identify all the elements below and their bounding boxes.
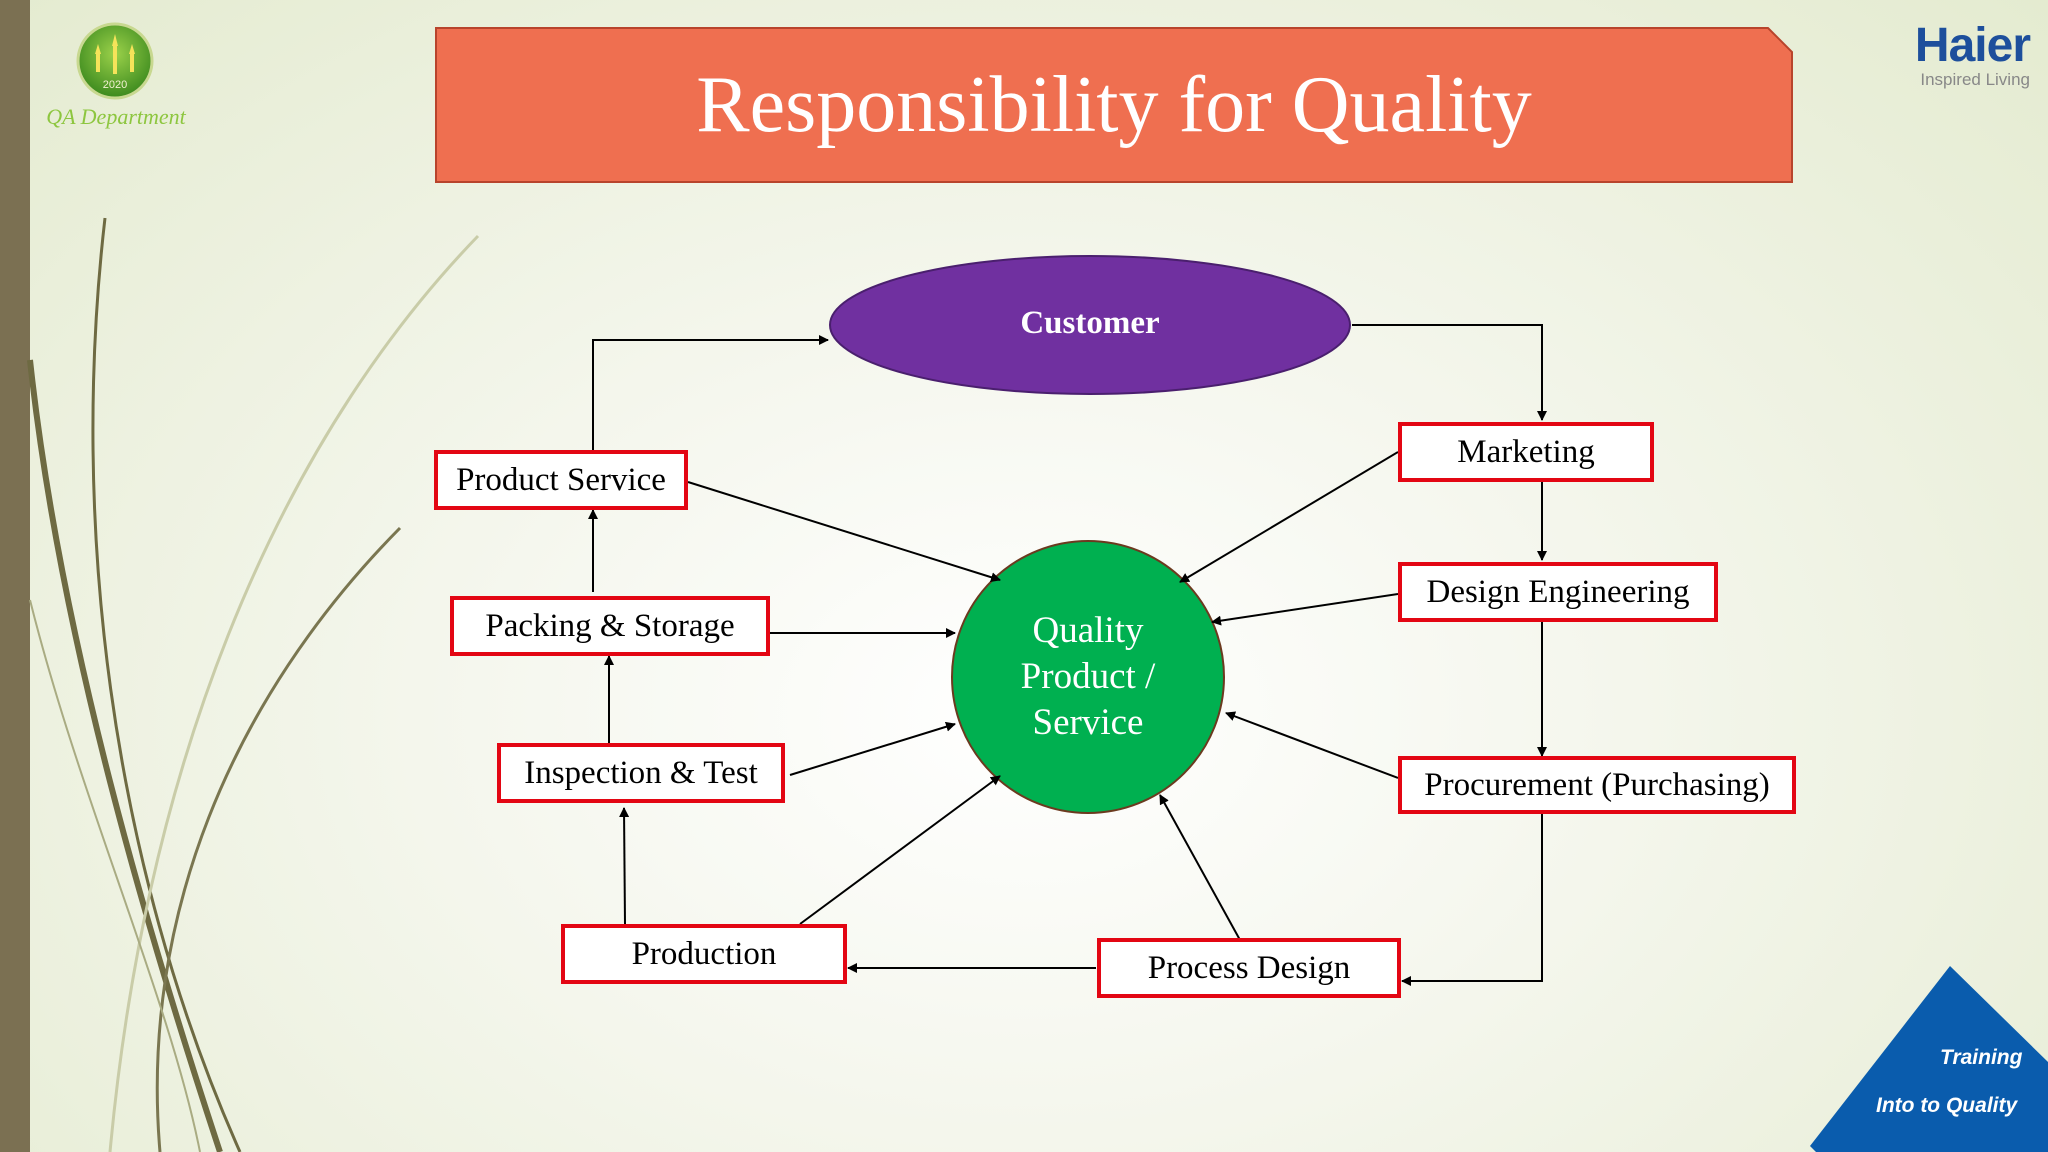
center-circle [951,540,1225,814]
title-banner-shape [435,27,1793,183]
title-banner: Responsibility for Quality [434,26,1794,184]
arrow-marketing-center [1179,451,1399,583]
node-marketing: Marketing [1398,422,1654,482]
arrow-production-center [799,775,1001,925]
arrow-inspection-center [789,721,956,776]
brand-name: Haier [1914,19,2031,72]
corner-line-1: Training [1940,1046,2023,1069]
corner-triangle [1810,966,2048,1152]
center-line-2: Product / [1020,656,1156,697]
arrow-procurement-process [1401,812,1543,986]
customer-ellipse [829,255,1351,395]
center-line-1: Quality [1032,610,1144,651]
training-corner-badge: Training Into to Quality [1810,966,2048,1152]
center-label: Quality Product / Service [952,548,1224,806]
arrow-design-center [1211,593,1399,626]
arrow-service-center [687,481,1001,583]
qa-seal-icon: 2020 [76,22,154,100]
node-production: Production [561,924,847,984]
node-process-design: Process Design [1097,938,1401,998]
page-title: Responsibility for Quality [696,60,1532,149]
node-product-service: Product Service [434,450,688,510]
seal-year: 2020 [103,79,127,91]
node-procurement: Procurement (Purchasing) [1398,756,1796,814]
decorative-stripes [27,217,480,1152]
left-accent-bar [0,0,30,1152]
node-packing-storage: Packing & Storage [450,596,770,656]
brand-tagline: Inspired Living [1920,70,2030,89]
arrow-customer-marketing [1352,324,1547,421]
center-line-3: Service [1032,702,1144,743]
brand-logo: Haier Inspired Living [1880,18,2031,90]
node-inspection-test: Inspection & Test [497,743,785,803]
arrow-procurement-center [1225,711,1399,779]
department-label: QA Department [46,104,186,129]
corner-line-2: Into to Quality [1876,1094,2018,1117]
customer-label: Customer [1020,304,1160,341]
arrow-service-customer [592,335,829,450]
arrow-production-inspection [619,807,630,925]
arrow-process-center [1159,794,1241,941]
node-design-engineering: Design Engineering [1398,562,1718,622]
